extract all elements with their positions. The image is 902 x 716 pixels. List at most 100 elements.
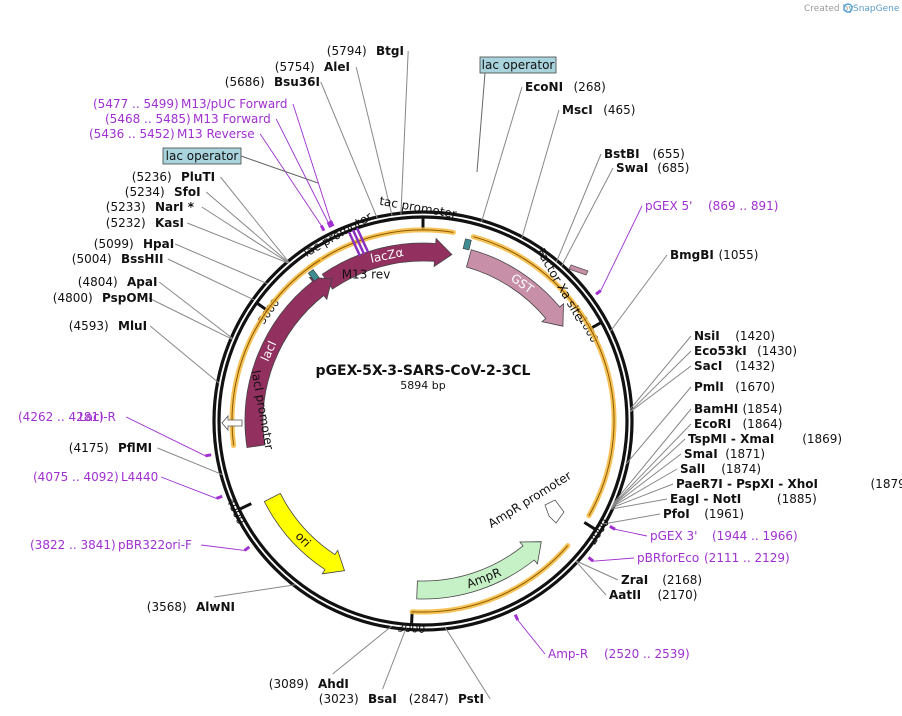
site-name-pfoi[interactable]: PfoI xyxy=(663,507,690,521)
primer-name-m13-reverse[interactable]: M13 Reverse xyxy=(177,127,255,141)
site-econi[interactable]: EcoNI(268) xyxy=(525,80,606,94)
primer-name-pbr322ori-f[interactable]: pBR322ori-F xyxy=(118,538,192,552)
site-alwni[interactable]: (3568)AlwNI xyxy=(147,600,235,614)
site-name-tspmi-xmai[interactable]: TspMI - XmaI xyxy=(688,432,774,446)
site-msci[interactable]: MscI(465) xyxy=(562,103,635,117)
site-name-ecori[interactable]: EcoRI xyxy=(694,417,731,431)
site-sfoi[interactable]: (5234)SfoI xyxy=(125,185,201,199)
site-ecori[interactable]: EcoRI(1864) xyxy=(694,417,782,431)
site-pflmi[interactable]: (4175)PflMI xyxy=(69,441,152,455)
primer-m13-forward[interactable]: M13 Forward(5468 .. 5485) xyxy=(105,112,332,229)
primer-name-laci-r[interactable]: LacI-R xyxy=(79,410,116,424)
primer-name-pgex-5[interactable]: pGEX 5' xyxy=(645,199,692,213)
site-bsai[interactable]: (3023)BsaI xyxy=(319,692,397,706)
primer-name-l4440[interactable]: L4440 xyxy=(121,470,158,484)
site-name-bstbi[interactable]: BstBI xyxy=(604,147,640,161)
site-saci[interactable]: SacI(1432) xyxy=(694,359,775,373)
site-paer7i-pspxi-xhoi[interactable]: PaeR7I - PspXI - XhoI(1879) xyxy=(676,477,902,491)
site-kasi[interactable]: (5232)KasI xyxy=(106,216,184,230)
site-swai[interactable]: SwaI(685) xyxy=(616,161,689,175)
tac-promoter-glyph[interactable] xyxy=(462,238,472,251)
factor-xa-site-glyph[interactable] xyxy=(568,264,589,276)
site-pmli[interactable]: PmlI(1670) xyxy=(694,380,775,394)
primer-mark-pbrforeco[interactable] xyxy=(587,556,595,563)
primer-name-amp-r[interactable]: Amp-R xyxy=(548,647,588,661)
site-nari[interactable]: (5233)NarI * xyxy=(106,200,195,214)
primer-mark-m13-puc-forward[interactable] xyxy=(329,220,335,227)
site-name-psti[interactable]: PstI xyxy=(458,692,484,706)
site-eagi-noti[interactable]: EagI - NotI(1885) xyxy=(670,492,817,506)
site-aatii[interactable]: AatII(2170) xyxy=(609,588,697,602)
site-bstbi[interactable]: BstBI(655) xyxy=(604,147,685,161)
site-name-eagi-noti[interactable]: EagI - NotI xyxy=(670,492,741,506)
feature-arrow-ampr[interactable] xyxy=(416,541,542,600)
primer-m13-puc-forward[interactable]: M13/pUC Forward(5477 .. 5499) xyxy=(93,97,335,227)
primer-mark-pgex-3[interactable] xyxy=(609,525,616,531)
site-name-nari[interactable]: NarI * xyxy=(155,200,195,214)
site-name-pspomi[interactable]: PspOMI xyxy=(102,291,153,305)
site-name-paer7i-pspxi-xhoi[interactable]: PaeR7I - PspXI - XhoI xyxy=(676,477,818,491)
laci-promoter-glyph[interactable] xyxy=(221,414,243,432)
site-name-bsu36i[interactable]: Bsu36I xyxy=(274,75,320,89)
site-name-pmli[interactable]: PmlI xyxy=(694,380,724,394)
site-name-nsii[interactable]: NsiI xyxy=(694,329,720,343)
site-hpai[interactable]: (5099)HpaI xyxy=(94,237,174,251)
ampr-promoter-glyph[interactable] xyxy=(544,499,565,524)
primer-name-pgex-3[interactable]: pGEX 3' xyxy=(650,529,697,543)
site-name-msci[interactable]: MscI xyxy=(562,103,593,117)
site-name-sali[interactable]: SalI xyxy=(680,462,705,476)
site-sali[interactable]: SalI(1874) xyxy=(680,462,761,476)
primer-pbrforeco[interactable]: pBRforEco(2111 .. 2129) xyxy=(587,551,790,565)
site-tspmi-xmai[interactable]: TspMI - XmaI(1869) xyxy=(688,432,842,446)
site-name-mlui[interactable]: MluI xyxy=(118,319,147,333)
site-ahdi[interactable]: (3089)AhdI xyxy=(269,677,349,691)
site-name-saci[interactable]: SacI xyxy=(694,359,722,373)
site-name-aatii[interactable]: AatII xyxy=(609,588,641,602)
site-name-pluti[interactable]: PluTI xyxy=(181,170,215,184)
primer-mark-m13-reverse[interactable] xyxy=(319,224,326,232)
site-name-smai[interactable]: SmaI xyxy=(684,447,718,461)
lac-promoter-glyph[interactable] xyxy=(307,269,320,282)
primer-name-pbrforeco[interactable]: pBRforEco xyxy=(637,551,699,565)
site-pspomi[interactable]: (4800)PspOMI xyxy=(53,291,153,305)
site-alei[interactable]: (5754)AleI xyxy=(275,60,350,74)
feature-ampr[interactable]: AmpR xyxy=(416,541,542,600)
feature-laci[interactable]: lacI xyxy=(244,277,333,449)
site-psti[interactable]: (2847)PstI xyxy=(409,692,484,706)
site-eco53ki[interactable]: Eco53kI(1430) xyxy=(694,344,797,358)
site-name-apai[interactable]: ApaI xyxy=(127,275,157,289)
primer-m13-reverse[interactable]: M13 Reverse(5436 .. 5452) xyxy=(89,127,326,232)
site-btgi[interactable]: (5794)BtgI xyxy=(327,44,404,58)
site-name-bmgbi[interactable]: BmgBI xyxy=(670,248,714,262)
site-zrai[interactable]: ZraI(2168) xyxy=(621,573,702,587)
primer-laci-r[interactable]: LacI-R(4262 .. 4281) xyxy=(18,410,212,458)
site-name-eco53ki[interactable]: Eco53kI xyxy=(694,344,747,358)
site-name-econi[interactable]: EcoNI xyxy=(525,80,563,94)
site-nsii[interactable]: NsiI(1420) xyxy=(694,329,775,343)
primer-l4440[interactable]: L4440(4075 .. 4092) xyxy=(33,470,223,500)
m13-rev-glyph[interactable] xyxy=(347,227,370,257)
site-bmgbi[interactable]: BmgBI(1055) xyxy=(670,248,758,262)
primer-amp-r[interactable]: Amp-R(2520 .. 2539) xyxy=(513,614,690,661)
site-name-ahdi[interactable]: AhdI xyxy=(318,677,349,691)
primer-mark-laci-r[interactable] xyxy=(205,453,212,458)
primer-mark-m13-forward[interactable] xyxy=(326,221,332,229)
feature-ori[interactable]: ori xyxy=(263,492,346,575)
site-apai[interactable]: (4804)ApaI xyxy=(78,275,158,289)
site-smai[interactable]: SmaI(1871) xyxy=(684,447,765,461)
feature-arrow-ori[interactable] xyxy=(263,492,346,575)
site-name-bamhi[interactable]: BamHI xyxy=(694,402,738,416)
site-mlui[interactable]: (4593)MluI xyxy=(69,319,147,333)
site-name-sfoi[interactable]: SfoI xyxy=(174,185,201,199)
feature-arrow-laci[interactable] xyxy=(244,277,333,449)
primer-pgex-3[interactable]: pGEX 3'(1944 .. 1966) xyxy=(609,525,798,543)
primer-pbr322ori-f[interactable]: pBR322ori-F(3822 .. 3841) xyxy=(30,538,251,552)
site-name-pflmi[interactable]: PflMI xyxy=(118,441,152,455)
site-name-kasi[interactable]: KasI xyxy=(155,216,184,230)
site-bsshii[interactable]: (5004)BssHII xyxy=(72,252,164,266)
primer-mark-l4440[interactable] xyxy=(215,494,223,500)
site-name-btgi[interactable]: BtgI xyxy=(376,44,404,58)
primer-pgex-5[interactable]: pGEX 5'(869 .. 891) xyxy=(595,199,778,296)
site-pluti[interactable]: (5236)PluTI xyxy=(132,170,215,184)
site-name-hpai[interactable]: HpaI xyxy=(143,237,174,251)
